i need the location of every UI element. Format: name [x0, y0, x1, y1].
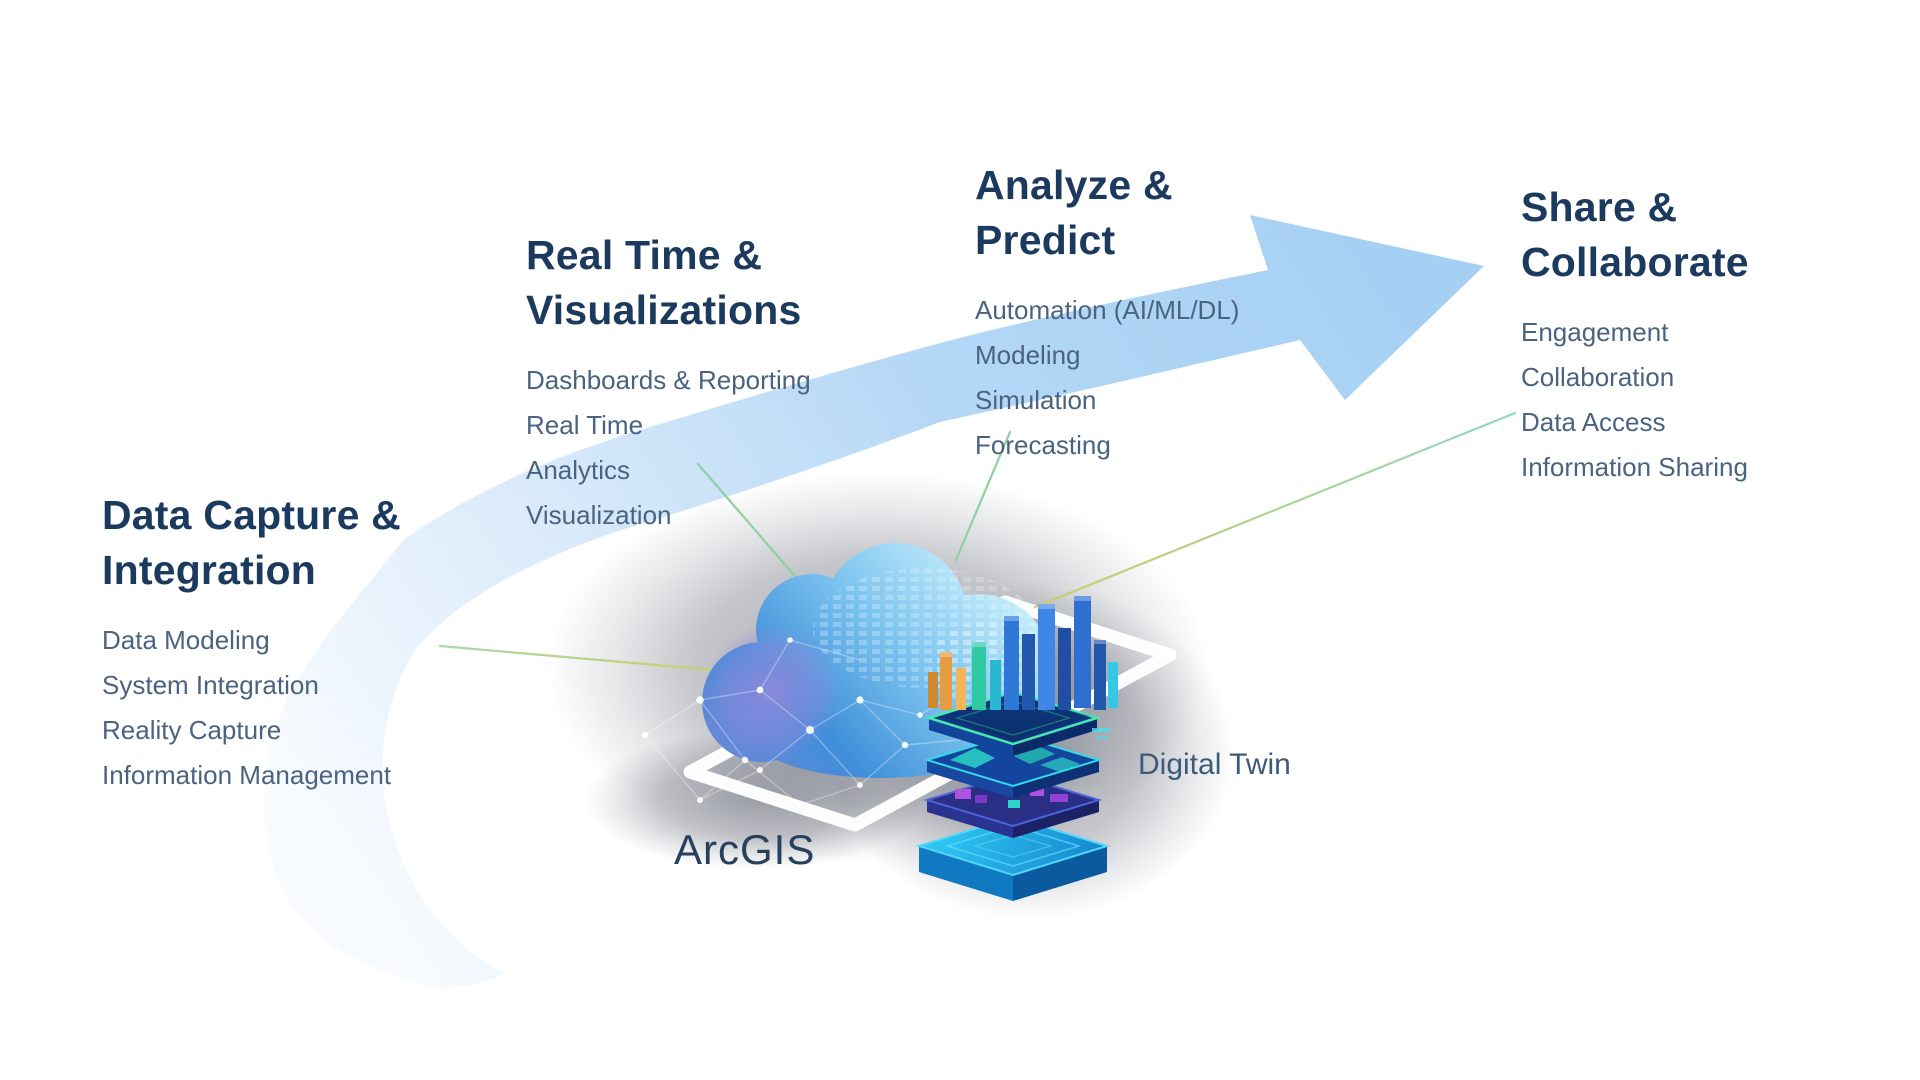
section-title-line: Data Capture &	[102, 492, 401, 538]
stack-layer-3	[923, 772, 1103, 838]
cloud-purple-tint	[704, 624, 840, 760]
cloud-network-dots	[641, 637, 1001, 808]
section-item: Real Time	[526, 410, 644, 440]
section-item: Forecasting	[975, 430, 1111, 460]
section-item-list: Automation (AI/ML/DL) Modeling Simulatio…	[975, 288, 1239, 468]
connector-line-data-capture	[438, 644, 715, 672]
digital-twin-stack-graphic	[915, 596, 1118, 901]
section-item: Simulation	[975, 385, 1097, 415]
section-data-capture-integration: Data Capture & Integration Data Modeling…	[102, 488, 401, 798]
section-item: System Integration	[102, 670, 319, 700]
section-title-line: Visualizations	[526, 287, 802, 333]
section-item-list: Dashboards & Reporting Real Time Analyti…	[526, 358, 811, 538]
section-real-time-visualizations: Real Time & Visualizations Dashboards & …	[526, 228, 811, 538]
section-title: Data Capture & Integration	[102, 488, 401, 598]
section-item: Dashboards & Reporting	[526, 365, 811, 395]
section-item: Reality Capture	[102, 715, 282, 745]
section-title-line: Collaborate	[1521, 239, 1749, 285]
connector-line-share	[1033, 411, 1517, 609]
section-item: Automation (AI/ML/DL)	[975, 295, 1240, 325]
section-title: Real Time & Visualizations	[526, 228, 811, 338]
stack-layer-2	[923, 732, 1103, 798]
section-item: Information Sharing	[1521, 452, 1748, 482]
section-item: Modeling	[975, 340, 1081, 370]
section-title-line: Integration	[102, 547, 317, 593]
stack-layer-4	[915, 815, 1111, 901]
section-item: Data Modeling	[102, 625, 270, 655]
section-item: Information Management	[102, 760, 392, 790]
flow-arrow-graphic	[264, 215, 1484, 989]
section-item: Visualization	[526, 500, 672, 530]
section-share-collaborate: Share & Collaborate Engagement Collabora…	[1521, 180, 1749, 490]
arcgis-label: ArcGIS	[674, 826, 816, 873]
section-item: Collaboration	[1521, 362, 1675, 392]
section-title-line: Analyze &	[975, 162, 1173, 208]
section-item-list: Engagement Collaboration Data Access Inf…	[1521, 310, 1749, 490]
section-title-line: Real Time &	[526, 232, 763, 278]
section-item: Analytics	[526, 455, 631, 485]
section-title-line: Share &	[1521, 184, 1678, 230]
section-item: Engagement	[1521, 317, 1669, 347]
section-title: Analyze & Predict	[975, 158, 1239, 268]
connector-line-analyze	[954, 430, 1012, 562]
section-item-list: Data Modeling System Integration Reality…	[102, 618, 401, 798]
section-title: Share & Collaborate	[1521, 180, 1749, 290]
section-analyze-predict: Analyze & Predict Automation (AI/ML/DL) …	[975, 158, 1239, 468]
connector-line-real-time	[696, 462, 802, 584]
digital-twin-label: Digital Twin	[1138, 748, 1291, 781]
section-title-line: Predict	[975, 217, 1116, 263]
city-buildings-graphic	[928, 596, 1118, 739]
section-item: Data Access	[1521, 407, 1666, 437]
